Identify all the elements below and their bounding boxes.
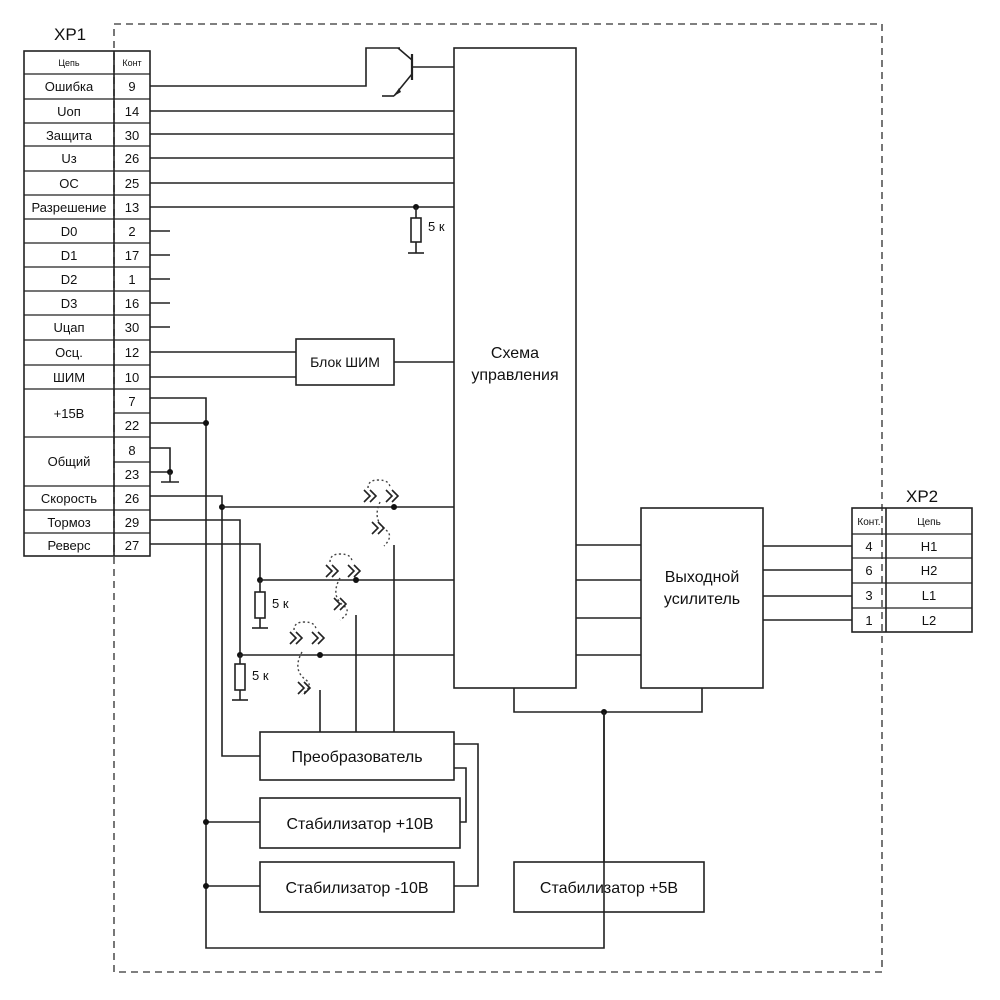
xp1-pin-common-b: 23 — [125, 467, 139, 482]
stabilizer-minus10-label: Стабилизатор -10В — [285, 880, 428, 897]
xp1-header-pin: Конт — [122, 58, 141, 68]
xp1-net-plus15v: +15В — [54, 406, 85, 421]
pwm-block-label: Блок ШИМ — [310, 354, 380, 370]
xp2-pin-h2: 6 — [865, 563, 872, 578]
xp1-pin-udac: 30 — [125, 320, 139, 335]
control-circuit-block — [453, 47, 577, 689]
xp2-net-l2: L2 — [922, 613, 936, 628]
xp1-pin-brake: 29 — [125, 515, 139, 530]
xp2-title: XP2 — [906, 487, 938, 506]
xp2-pin-h1: 4 — [865, 539, 872, 554]
stabilizer-plus5-block — [513, 861, 705, 913]
xp1-pin-common-a: 8 — [128, 443, 135, 458]
converter-block — [259, 731, 455, 781]
xp1-pin-d3: 16 — [125, 296, 139, 311]
resistor-reverse-value: 5 к — [272, 596, 289, 611]
power-buses — [150, 397, 605, 949]
xp1-net-d1: D1 — [61, 248, 78, 263]
stabilizer-plus5-label: Стабилизатор +5В — [540, 880, 678, 897]
converter-feeds — [454, 743, 479, 887]
xp1-pin-enable: 13 — [125, 200, 139, 215]
xp2-pin-l2: 1 — [865, 613, 872, 628]
xp1-pin-pwm: 10 — [125, 370, 139, 385]
control-input-wires — [150, 495, 454, 757]
xp1-net-d0: D0 — [61, 224, 78, 239]
xp1-pin-reverse: 27 — [125, 538, 139, 553]
xp2-header-net: Цепь — [917, 517, 941, 528]
resistor-brake-icon — [232, 655, 248, 701]
xp1-pin-protection: 30 — [125, 128, 139, 143]
xp1-title: XP1 — [54, 25, 86, 44]
control-circuit-label-1: Схема — [491, 345, 539, 362]
xp2-table — [851, 507, 973, 633]
output-amplifier-label-1: Выходной — [665, 569, 740, 586]
stabilizer-plus10-label: Стабилизатор +10В — [286, 816, 433, 833]
xp1-signal-wires — [150, 47, 454, 378]
stabilizer-plus10-block — [259, 797, 461, 849]
xp1-header-net: Цепь — [58, 58, 80, 68]
xp1-pin-d2: 1 — [128, 272, 135, 287]
xp2-net-h2: H2 — [921, 563, 938, 578]
xp1-pin-error: 9 — [128, 79, 135, 94]
xp2-header-pin: Конт. — [857, 517, 880, 528]
resistor-reverse-icon — [252, 580, 268, 629]
xp1-net-brake: Тормоз — [47, 515, 90, 530]
xp2-pin-l1: 3 — [865, 588, 872, 603]
switch-brake-icon — [289, 621, 326, 695]
amplifier-wires — [513, 544, 852, 862]
stabilizer-minus10-block — [259, 861, 455, 913]
xp1-net-uref: Uоп — [57, 104, 81, 119]
xp1-net-pwm: ШИМ — [53, 370, 85, 385]
resistor-enable-icon — [408, 204, 424, 254]
xp1-pin-plus15v-b: 22 — [125, 418, 139, 433]
transistor-icon — [382, 47, 454, 97]
xp1-net-common: Общий — [48, 454, 91, 469]
xp1-net-error: Ошибка — [45, 79, 94, 94]
xp1-pin-feedback: 25 — [125, 176, 139, 191]
output-amplifier-label-2: усилитель — [664, 591, 740, 608]
xp1-pin-speed: 26 — [125, 491, 139, 506]
xp1-net-feedback: ОС — [59, 176, 79, 191]
switch-reverse-icon — [325, 553, 362, 621]
xp1-pin-uref: 14 — [125, 104, 139, 119]
xp1-net-enable: Разрешение — [31, 200, 106, 215]
xp1-net-udac: Uцап — [53, 320, 84, 335]
resistor-brake-value: 5 к — [252, 668, 269, 683]
xp1-net-protection: Защита — [46, 128, 93, 143]
xp1-pin-d0: 2 — [128, 224, 135, 239]
xp1-table — [23, 50, 151, 557]
xp1-pin-d1: 17 — [125, 248, 139, 263]
switch-speed-icon — [363, 479, 400, 547]
xp2-net-h1: H1 — [921, 539, 938, 554]
xp1-net-d2: D2 — [61, 272, 78, 287]
control-circuit-label-2: управления — [471, 367, 558, 384]
xp1-net-osc: Осц. — [55, 345, 83, 360]
xp1-pin-plus15v-a: 7 — [128, 394, 135, 409]
converter-label: Преобразователь — [291, 749, 422, 766]
resistor-enable-value: 5 к — [428, 219, 445, 234]
xp1-net-reverse: Реверс — [47, 538, 91, 553]
xp1-net-d3: D3 — [61, 296, 78, 311]
xp1-net-uset: Uз — [61, 151, 76, 166]
xp2-net-l1: L1 — [922, 588, 936, 603]
pwm-block — [295, 338, 395, 386]
xp1-net-speed: Скорость — [41, 491, 97, 506]
xp1-pin-osc: 12 — [125, 345, 139, 360]
xp1-pin-uset: 26 — [125, 151, 139, 166]
